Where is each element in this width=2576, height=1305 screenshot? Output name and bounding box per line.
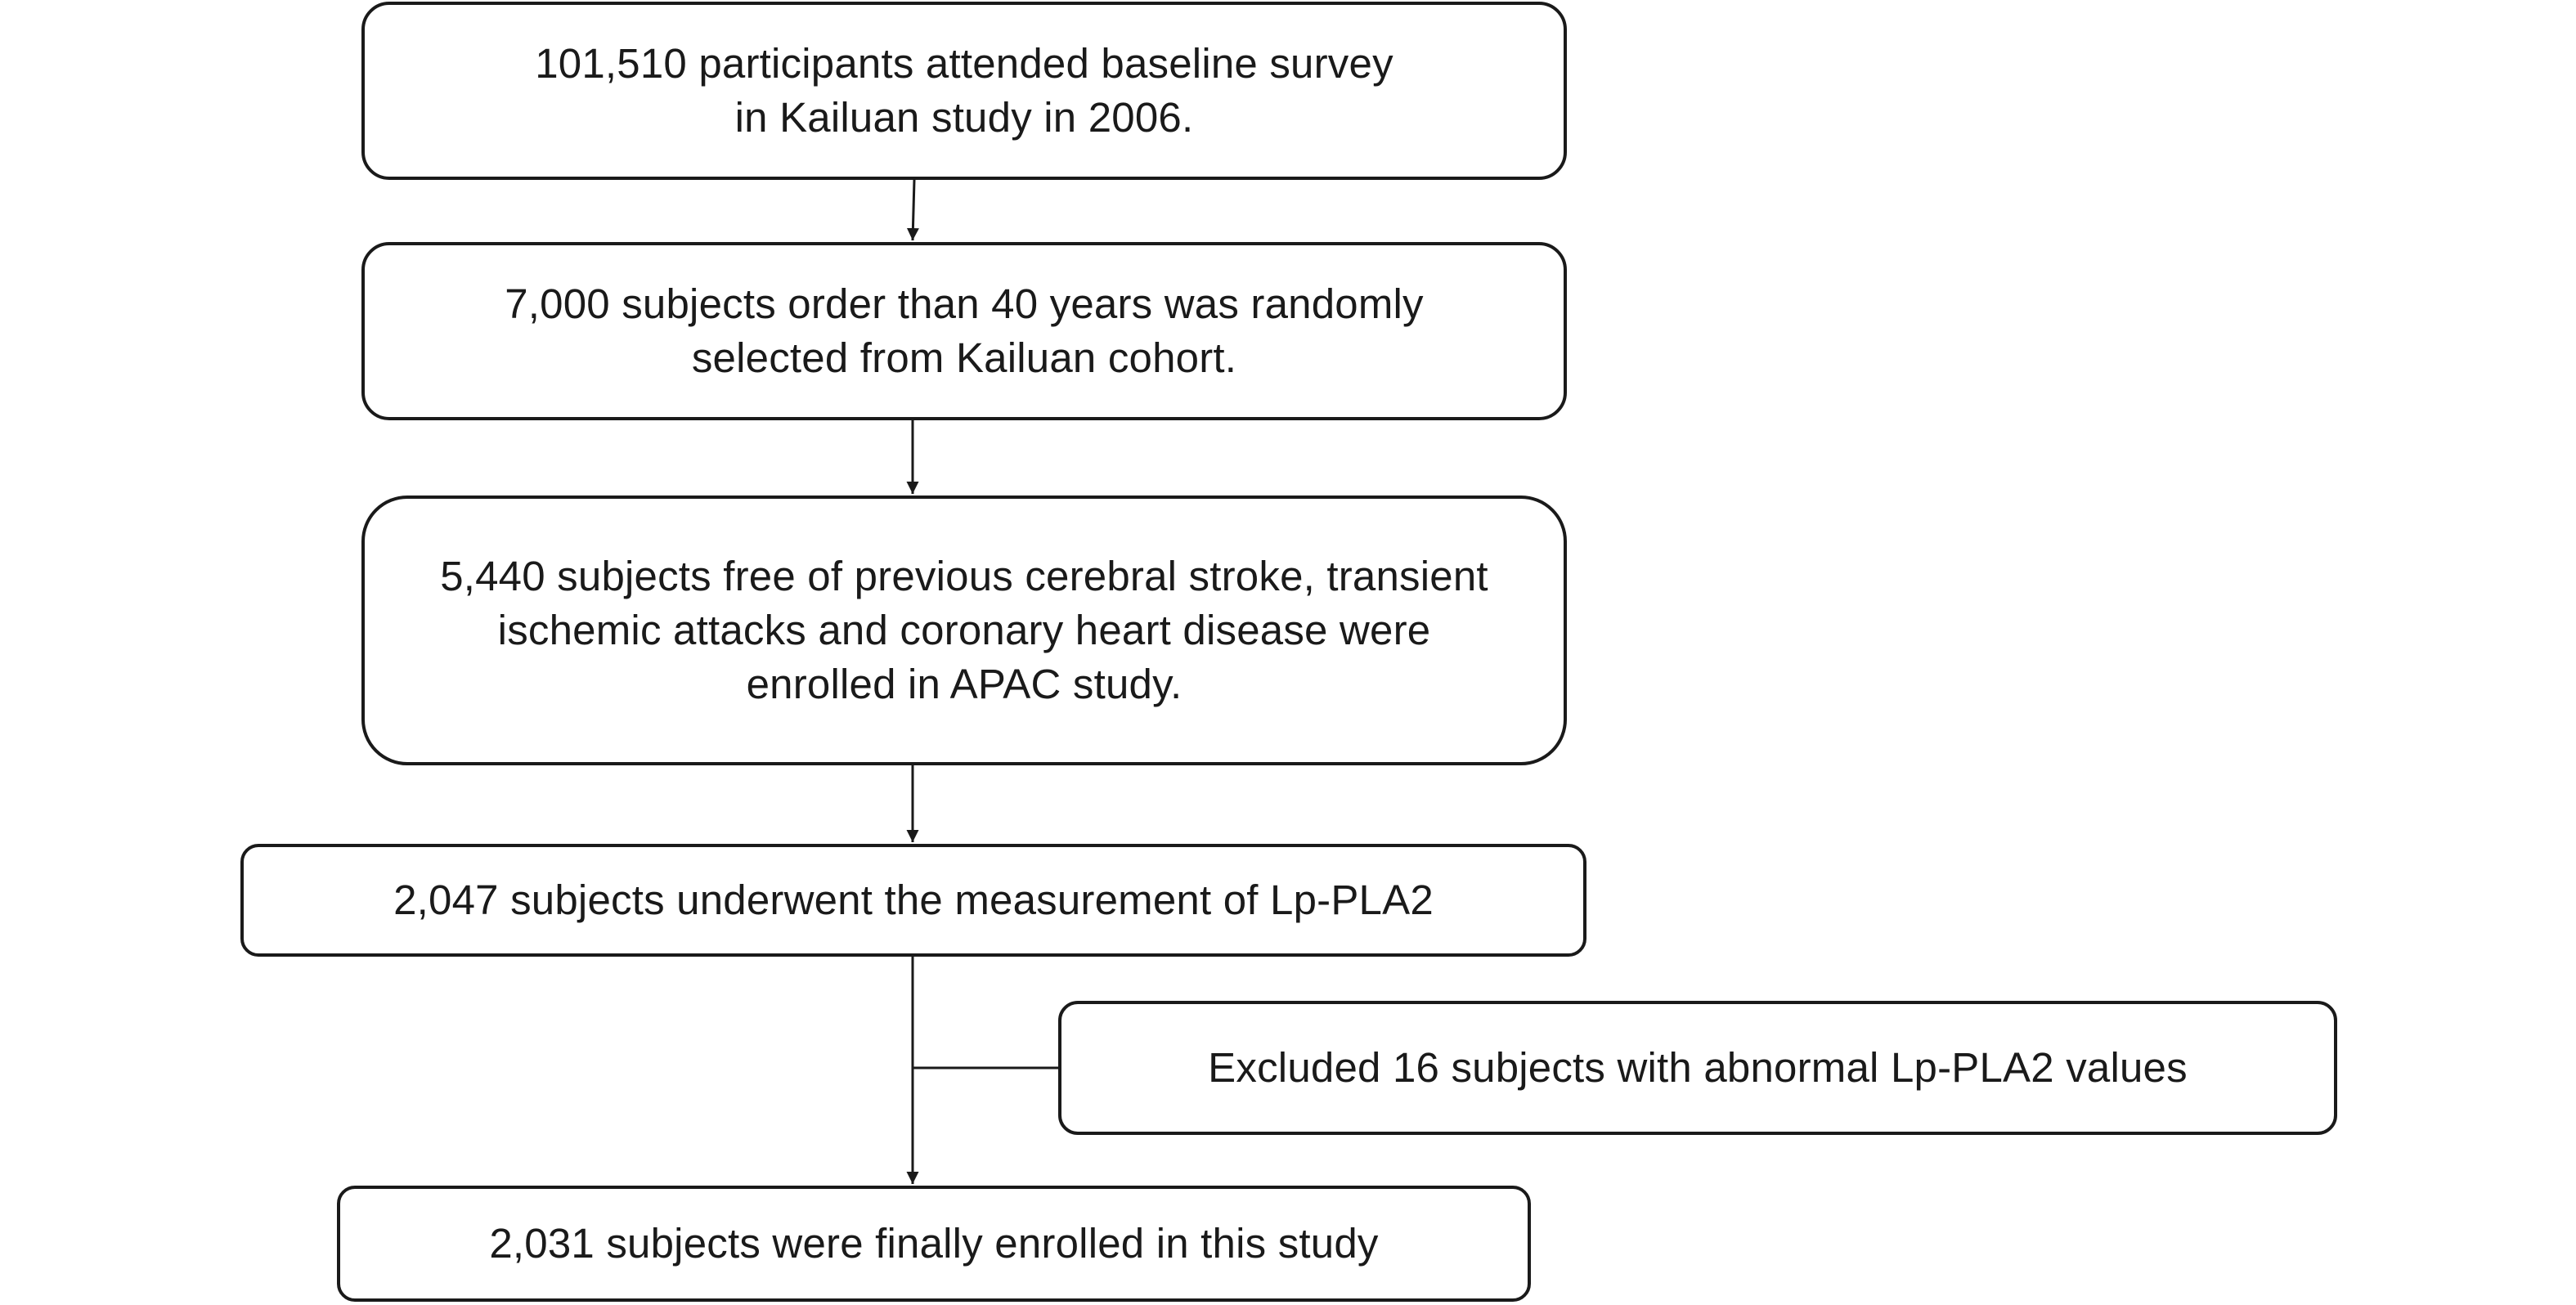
baseline-survey-box: 101,510 participants attended baseline s… [361, 2, 1567, 180]
final-enrollment-text-line: 2,031 subjects were finally enrolled in … [489, 1220, 1379, 1267]
baseline-survey-text-line: 101,510 participants attended baseline s… [535, 40, 1393, 87]
final-enrollment-box: 2,031 subjects were finally enrolled in … [337, 1186, 1531, 1302]
exclusion-box: Excluded 16 subjects with abnormal Lp-PL… [1058, 1001, 2337, 1135]
baseline-survey-text-line: in Kailuan study in 2006. [734, 94, 1194, 141]
lp-pla2-measurement-box: 2,047 subjects underwent the measurement… [240, 844, 1586, 957]
apac-enrollment-text-line: enrolled in APAC study. [746, 661, 1183, 707]
random-selection-box: 7,000 subjects order than 40 years was r… [361, 242, 1567, 420]
exclusion-text-line: Excluded 16 subjects with abnormal Lp-PL… [1208, 1044, 2188, 1091]
apac-enrollment-text-line: 5,440 subjects free of previous cerebral… [440, 553, 1488, 599]
random-selection-text-line: 7,000 subjects order than 40 years was r… [505, 280, 1424, 327]
apac-enrollment-box: 5,440 subjects free of previous cerebral… [361, 496, 1567, 765]
apac-enrollment-text-line: ischemic attacks and coronary heart dise… [497, 607, 1431, 653]
arrow-baseline-to-random [906, 179, 919, 241]
random-selection-text-line: selected from Kailuan cohort. [691, 334, 1237, 381]
lp-pla2-measurement-text-line: 2,047 subjects underwent the measurement… [393, 877, 1434, 923]
